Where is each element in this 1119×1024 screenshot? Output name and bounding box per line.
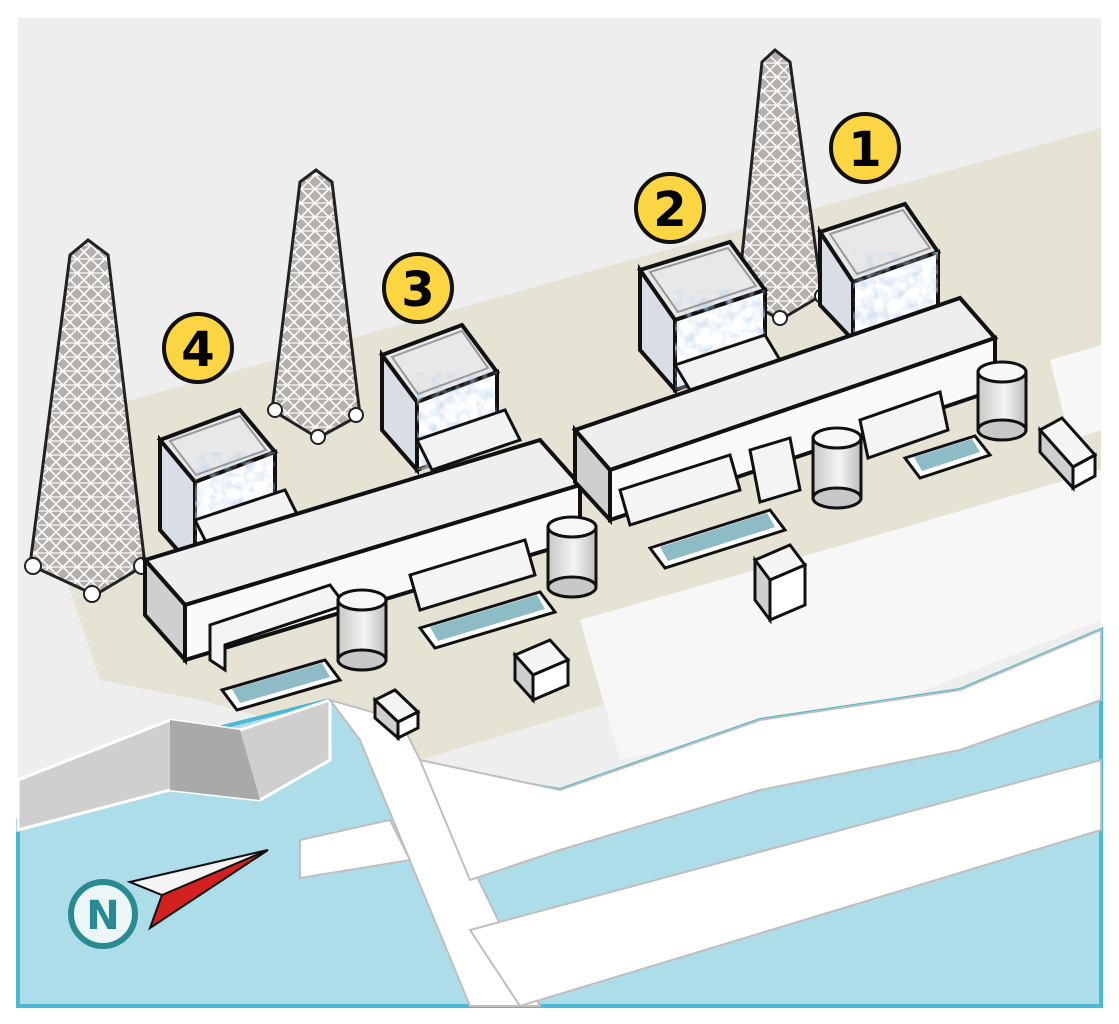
unit-badge-4-label: 4 <box>181 322 214 378</box>
storage-tank <box>546 515 598 599</box>
unit-badge-3-label: 3 <box>401 262 434 318</box>
paved-zone-east <box>1050 345 1101 440</box>
compass-ring <box>68 879 138 949</box>
compass-north-arrow: N <box>68 849 269 949</box>
transmission-tower-west <box>24 238 151 603</box>
storage-tank <box>811 426 863 510</box>
small-building <box>1037 416 1098 492</box>
annex-block <box>748 436 802 504</box>
unit-badge-2: 2 <box>634 172 706 244</box>
jetty <box>299 818 412 880</box>
unit-badge-1: 1 <box>829 112 901 184</box>
pool-water <box>660 513 775 561</box>
annex-block <box>858 390 950 460</box>
unit-badge-4: 4 <box>162 312 234 384</box>
storage-tank <box>336 588 388 672</box>
annex-block <box>618 453 742 527</box>
unit-badge-1-label: 1 <box>848 122 881 178</box>
pool-water <box>430 595 545 641</box>
annex-block <box>208 583 348 673</box>
transmission-tower-middle <box>267 168 364 445</box>
unit-badge-2-label: 2 <box>653 182 686 238</box>
connector-unit-3 <box>414 408 523 472</box>
paved-zone <box>580 470 1101 760</box>
pool-water <box>232 663 330 703</box>
pool-water <box>914 439 980 471</box>
small-building <box>372 688 421 742</box>
breakwater-south <box>468 758 1102 1008</box>
quay-wall <box>418 628 1102 882</box>
compass-north-label: N <box>86 893 119 939</box>
annex-block <box>408 538 537 612</box>
small-building <box>512 638 571 704</box>
small-building <box>752 543 808 625</box>
seawall-face <box>170 720 260 800</box>
storage-tank <box>976 360 1028 442</box>
unit-badge-3: 3 <box>382 252 454 324</box>
